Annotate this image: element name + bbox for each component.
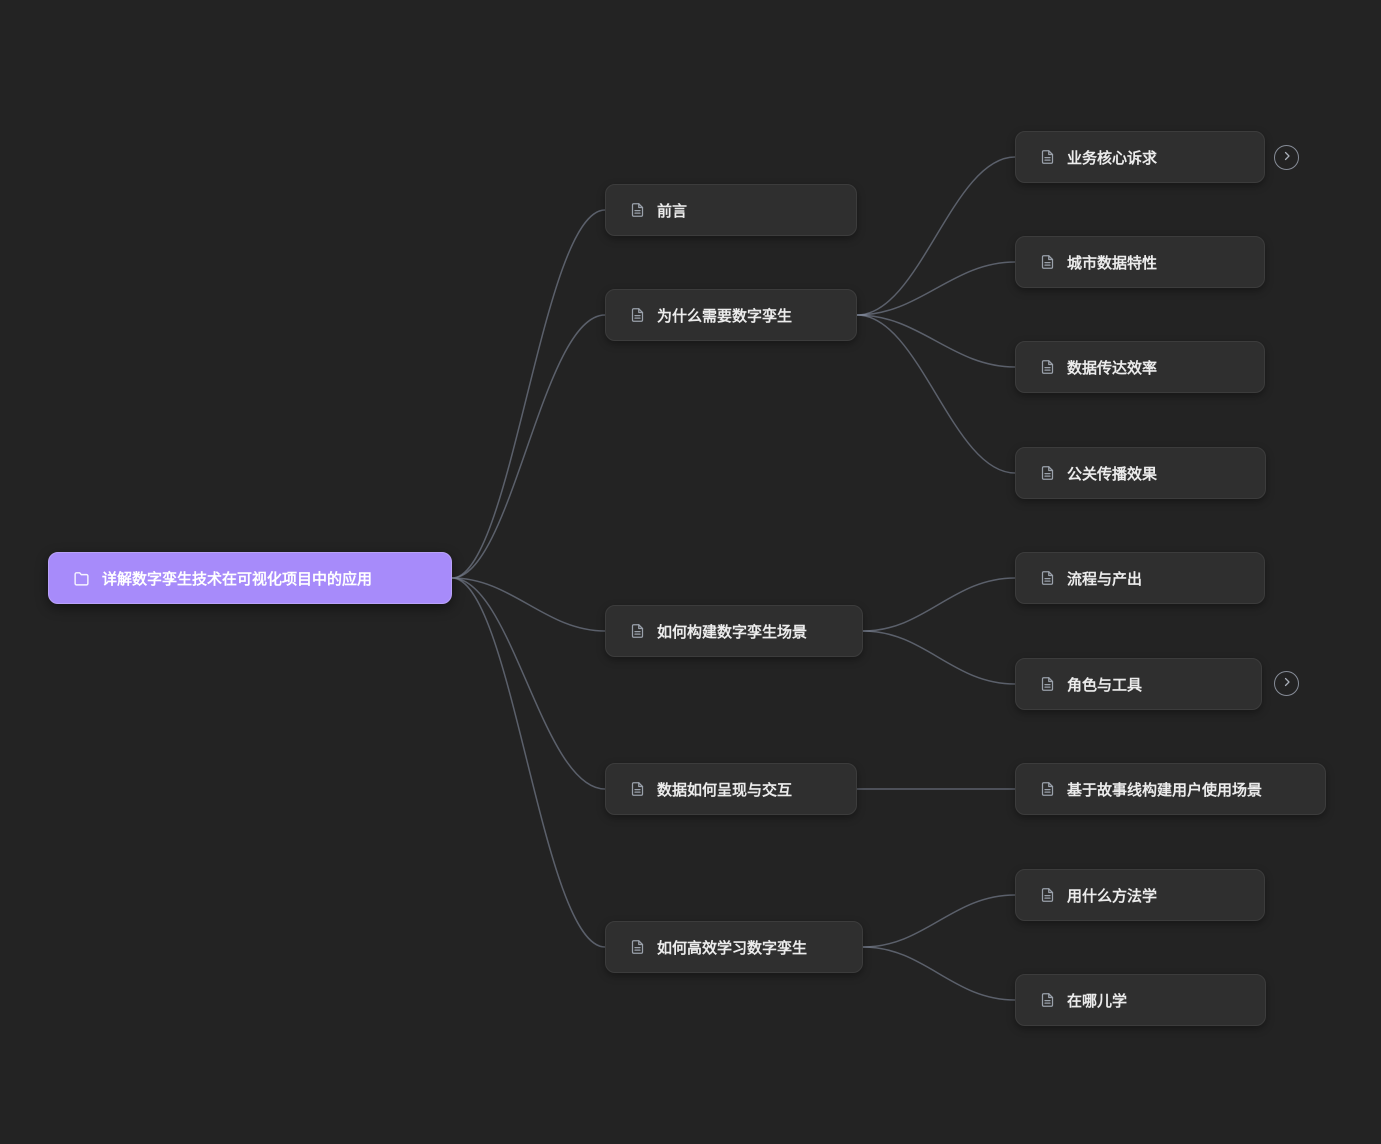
node-process-and-output[interactable]: 流程与产出 xyxy=(1015,552,1265,604)
node-preface[interactable]: 前言 xyxy=(605,184,857,236)
edge-root-build xyxy=(451,577,606,632)
document-icon xyxy=(1040,254,1055,270)
expand-button[interactable] xyxy=(1274,145,1299,170)
document-icon xyxy=(1040,570,1055,586)
document-icon xyxy=(630,781,645,797)
node-storyline-user-scenario[interactable]: 基于故事线构建用户使用场景 xyxy=(1015,763,1326,815)
node-learning-method[interactable]: 用什么方法学 xyxy=(1015,869,1265,921)
node-city-data-characteristics[interactable]: 城市数据特性 xyxy=(1015,236,1265,288)
document-icon xyxy=(630,202,645,218)
node-label: 角色与工具 xyxy=(1067,676,1143,694)
expand-button[interactable] xyxy=(1274,671,1299,696)
document-icon xyxy=(1040,359,1055,375)
node-why-digital-twin[interactable]: 为什么需要数字孪生 xyxy=(605,289,857,341)
node-label: 数据传达效率 xyxy=(1067,359,1158,377)
document-icon xyxy=(1040,992,1055,1008)
folder-icon xyxy=(73,570,90,587)
node-pr-communication-effect[interactable]: 公关传播效果 xyxy=(1015,447,1266,499)
edge-build-roles xyxy=(862,630,1016,685)
edge-why-business xyxy=(856,156,1016,316)
edge-root-present xyxy=(451,577,606,790)
document-icon xyxy=(1040,887,1055,903)
node-roles-and-tools[interactable]: 角色与工具 xyxy=(1015,658,1262,710)
node-label: 城市数据特性 xyxy=(1067,254,1158,272)
document-icon xyxy=(1040,465,1055,481)
node-label: 公关传播效果 xyxy=(1067,465,1158,483)
node-label: 用什么方法学 xyxy=(1067,887,1158,905)
edge-root-why xyxy=(451,314,606,579)
document-icon xyxy=(630,307,645,323)
document-icon xyxy=(630,623,645,639)
node-label: 业务核心诉求 xyxy=(1067,149,1158,167)
node-label: 数据如何呈现与交互 xyxy=(657,781,793,799)
node-data-communication-efficiency[interactable]: 数据传达效率 xyxy=(1015,341,1265,393)
edge-why-city xyxy=(856,261,1016,316)
node-where-to-learn[interactable]: 在哪儿学 xyxy=(1015,974,1266,1026)
edge-root-learn xyxy=(451,577,606,948)
node-data-presentation-interaction[interactable]: 数据如何呈现与交互 xyxy=(605,763,857,815)
chevron-right-icon xyxy=(1281,676,1293,691)
node-label: 流程与产出 xyxy=(1067,570,1143,588)
node-label: 在哪儿学 xyxy=(1067,992,1128,1010)
node-label: 为什么需要数字孪生 xyxy=(657,307,793,325)
node-how-to-build-scene[interactable]: 如何构建数字孪生场景 xyxy=(605,605,863,657)
edge-build-process xyxy=(862,577,1016,632)
node-root-topic[interactable]: 详解数字孪生技术在可视化项目中的应用 xyxy=(48,552,452,604)
edge-learn-where xyxy=(862,946,1016,1001)
node-label: 基于故事线构建用户使用场景 xyxy=(1067,781,1263,799)
node-label: 如何高效学习数字孪生 xyxy=(657,939,808,957)
node-label: 详解数字孪生技术在可视化项目中的应用 xyxy=(102,570,373,588)
document-icon xyxy=(630,939,645,955)
edge-why-efficiency xyxy=(856,314,1016,368)
document-icon xyxy=(1040,676,1055,692)
document-icon xyxy=(1040,149,1055,165)
edge-learn-method xyxy=(862,894,1016,948)
node-how-to-learn[interactable]: 如何高效学习数字孪生 xyxy=(605,921,863,973)
node-business-core-demand[interactable]: 业务核心诉求 xyxy=(1015,131,1265,183)
chevron-right-icon xyxy=(1281,150,1293,165)
edge-why-pr xyxy=(856,314,1016,474)
node-label: 前言 xyxy=(657,202,688,220)
edge-root-preface xyxy=(451,209,606,579)
document-icon xyxy=(1040,781,1055,797)
node-label: 如何构建数字孪生场景 xyxy=(657,623,808,641)
